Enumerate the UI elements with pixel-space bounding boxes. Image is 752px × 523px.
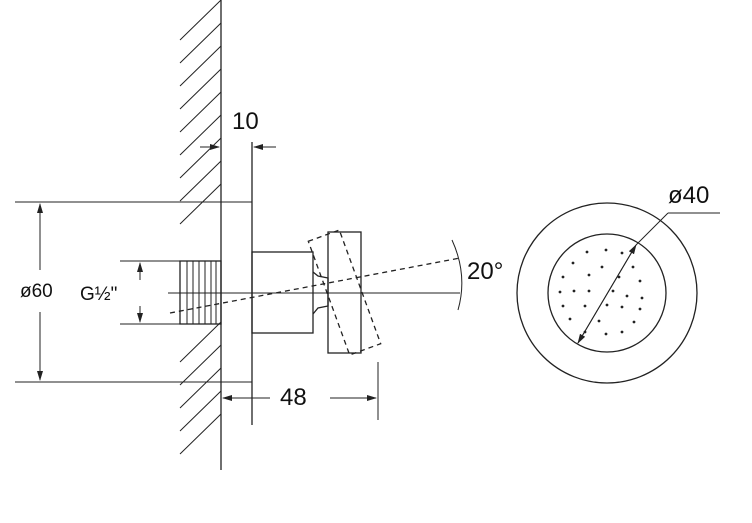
shower-head-front-view [516, 202, 720, 384]
hatch-line [179, 390, 222, 432]
hatch-line [179, 0, 222, 41]
hatch-line [179, 22, 222, 64]
nozzle-dot [604, 332, 608, 336]
tilted-axis [169, 257, 461, 314]
hatch-line [179, 367, 222, 409]
hatch-line [179, 68, 222, 110]
nozzle-dot [638, 279, 642, 283]
nozzle-dot [611, 289, 615, 293]
nozzle-dot [620, 330, 624, 334]
nozzle-dot [620, 251, 624, 255]
nozzle-dot [561, 304, 565, 308]
nozzle-dot [617, 275, 621, 279]
label-48: 48 [280, 384, 307, 411]
nozzle-dot [597, 319, 601, 323]
tilted-head-outline [307, 229, 382, 356]
nozzle-dot [625, 294, 629, 298]
nozzle-dot [558, 290, 562, 294]
angle-arc [451, 239, 463, 311]
nozzle-dot [585, 250, 589, 254]
label-10: 10 [232, 108, 259, 135]
nozzle-dot [632, 320, 636, 324]
nozzle-dot [587, 273, 591, 277]
dimension-48 [222, 362, 379, 420]
hatch-line [179, 114, 222, 156]
hatch-line [179, 45, 222, 87]
nozzle-dot [572, 289, 576, 293]
nozzle-dot [640, 296, 644, 300]
wall [179, 0, 222, 470]
label-diameter-60: ø60 [20, 281, 53, 302]
hatch-line [179, 344, 222, 386]
hatch-line [179, 160, 222, 202]
hatch-line [179, 91, 222, 133]
nozzle-dot [631, 265, 635, 269]
label-thread: G½" [80, 284, 118, 305]
hatch-line [179, 413, 222, 455]
label-diameter-40: ø40 [668, 182, 710, 209]
nozzle-dot [571, 261, 575, 265]
hatch-line [179, 137, 222, 179]
hatch-line [179, 183, 222, 225]
nozzle-dot [587, 289, 591, 293]
nozzle-dot [638, 307, 642, 311]
nozzle-dot [605, 303, 609, 307]
nozzle-dot [568, 317, 572, 321]
hatch-line [179, 321, 222, 363]
nozzle-dot [583, 304, 587, 308]
nozzle-dot [600, 265, 604, 269]
label-angle: 20° [467, 258, 504, 285]
nozzle-dot [620, 305, 624, 309]
nozzle-dot [561, 275, 565, 279]
nozzle-dot [604, 248, 608, 252]
